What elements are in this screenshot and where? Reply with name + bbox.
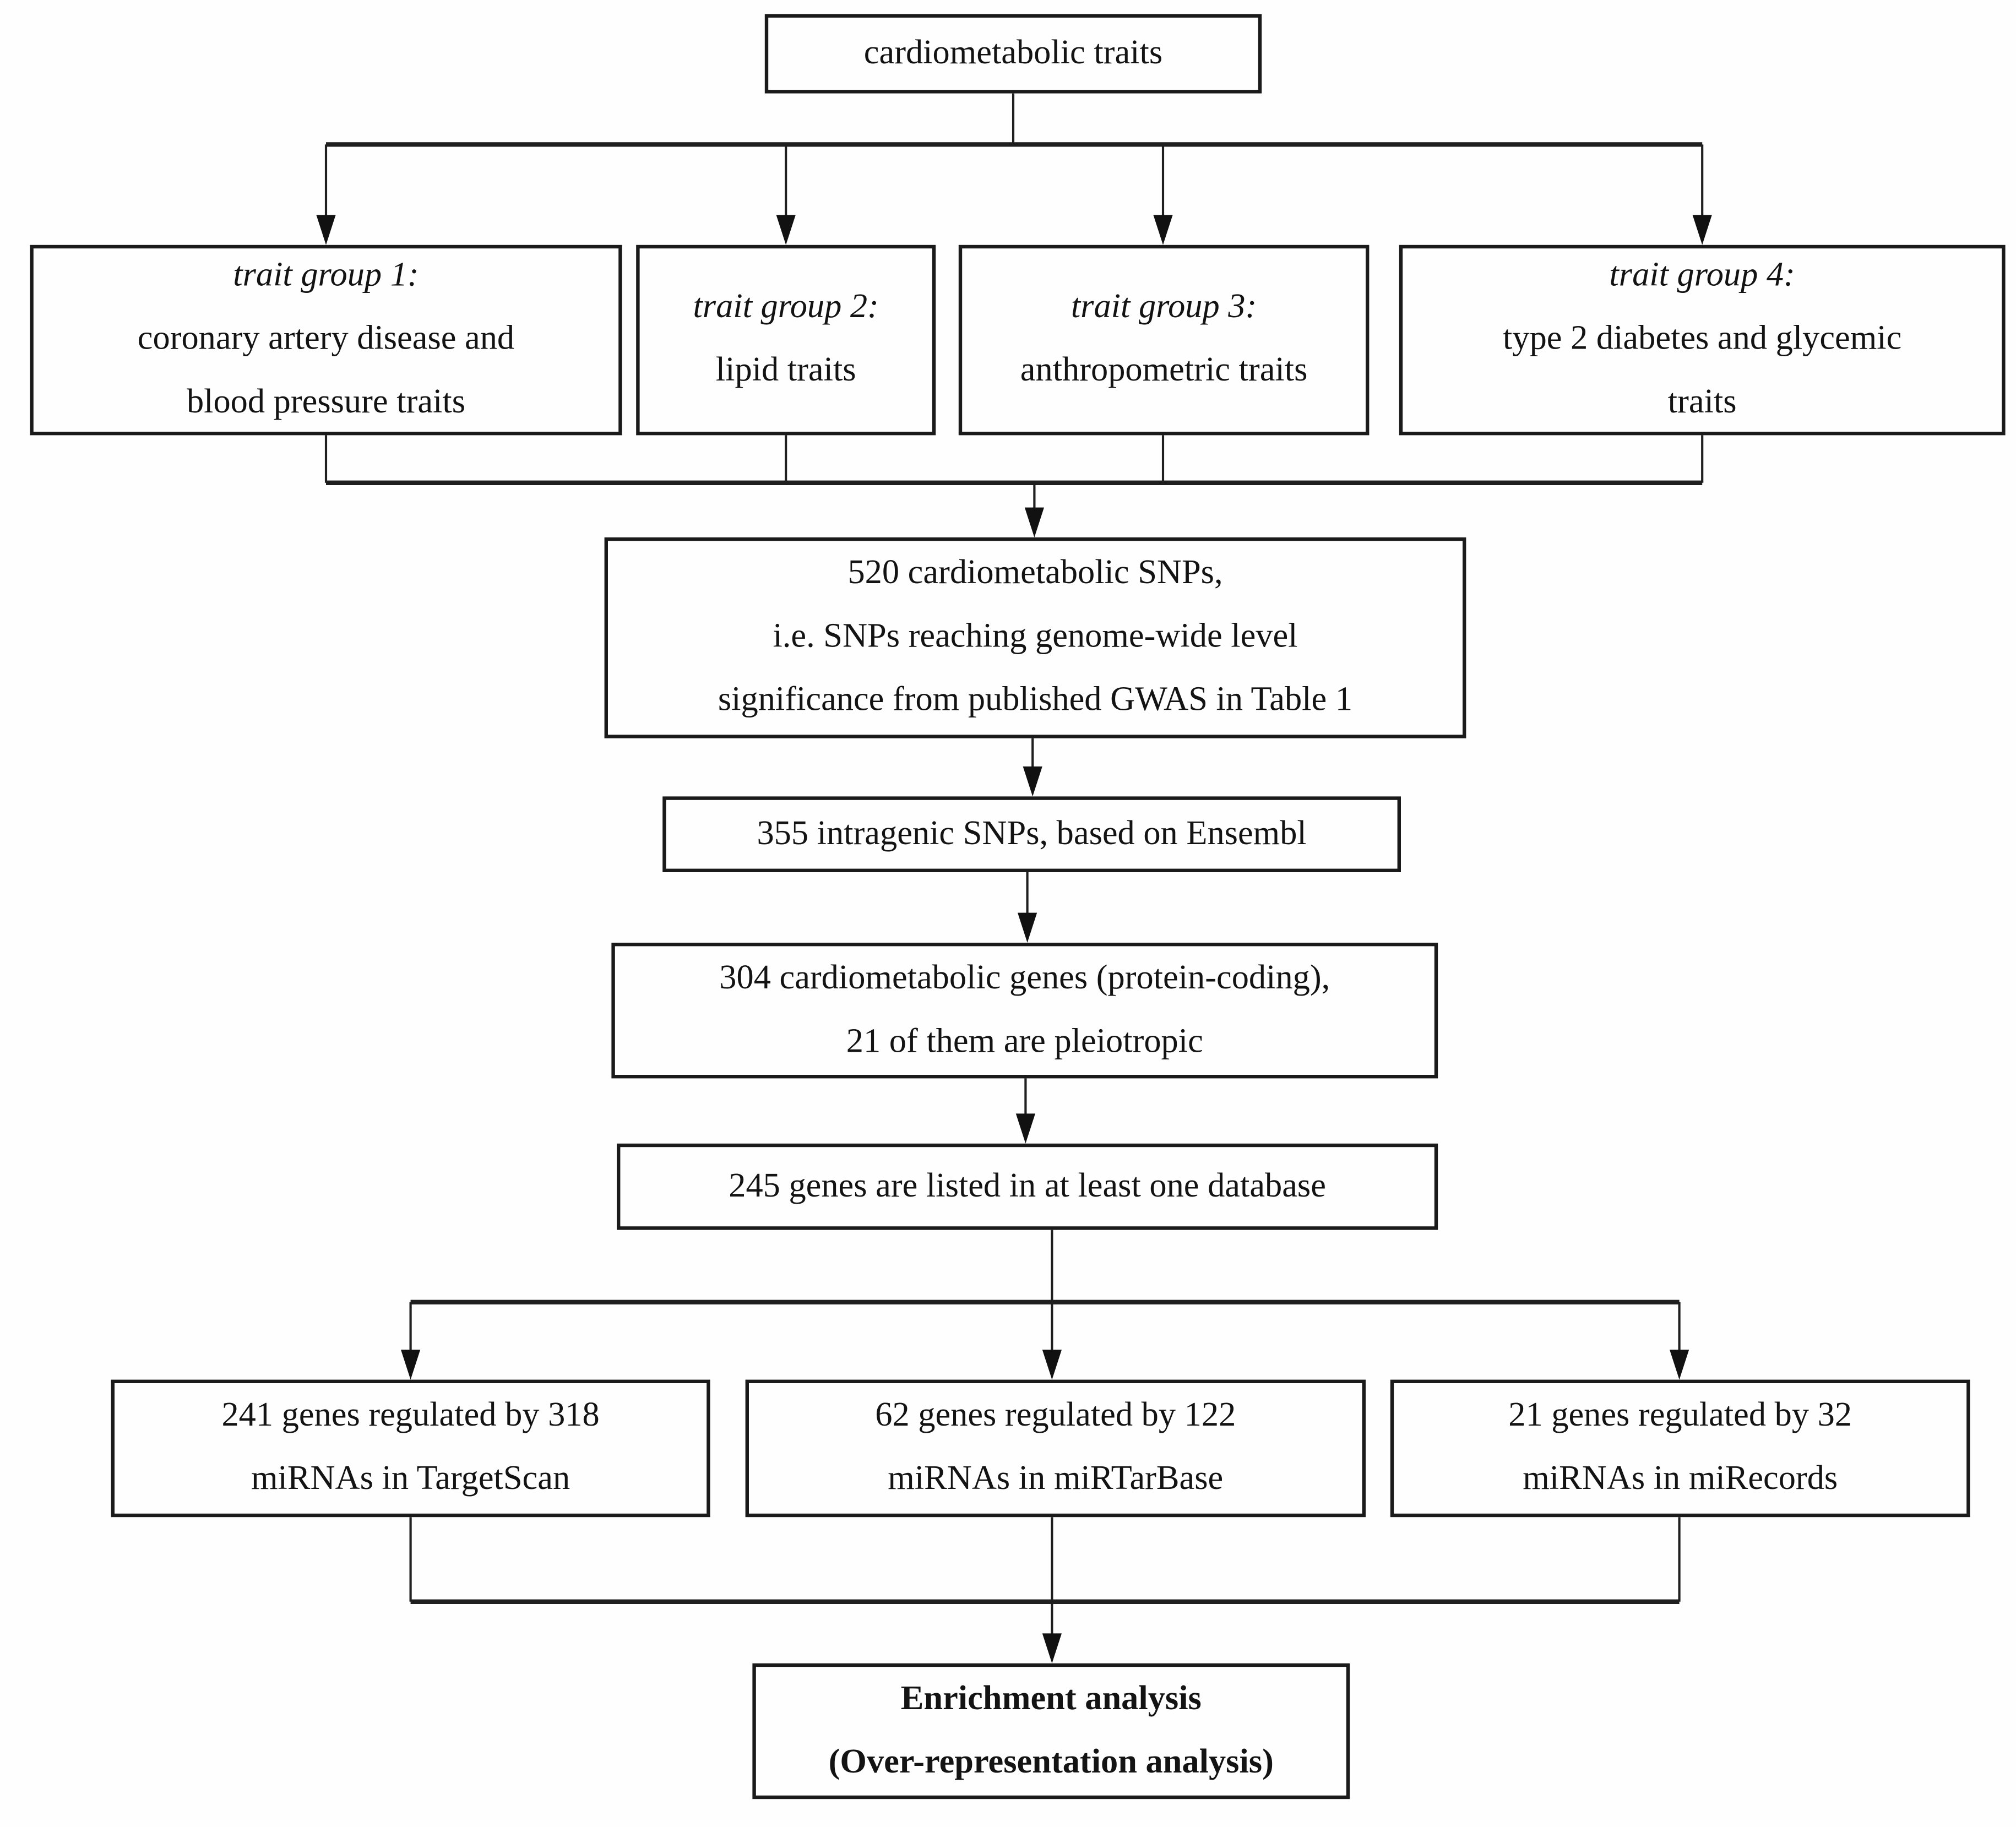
- arrowhead-targetscan: [401, 1350, 421, 1380]
- node-text-line: 21 of them are pleiotropic: [846, 1023, 1203, 1060]
- arrowhead-304-genes: [1018, 912, 1037, 943]
- node-text-line: cardiometabolic traits: [863, 34, 1163, 72]
- node-text-line: miRNAs in miRTarBase: [888, 1460, 1224, 1498]
- node-text-line: type 2 diabetes and glycemic: [1503, 320, 1902, 358]
- node-enrichment-analysis: Enrichment analysis (Over-representation…: [752, 1663, 1350, 1799]
- arrowhead-520-snps: [1024, 507, 1044, 537]
- node-text-line: 520 cardiometabolic SNPs,: [847, 555, 1223, 592]
- node-520-cardiometabolic-snps: 520 cardiometabolic SNPs, i.e. SNPs reac…: [604, 537, 1466, 738]
- node-heading: trait group 1:: [233, 257, 419, 295]
- node-text-line: 355 intragenic SNPs, based on Ensembl: [757, 815, 1307, 852]
- node-text-line: miRNAs in miRecords: [1523, 1460, 1838, 1498]
- node-text-line: anthropometric traits: [1020, 352, 1308, 390]
- node-trait-group-1: trait group 1: coronary artery disease a…: [30, 244, 622, 436]
- node-text-line: lipid traits: [715, 352, 856, 390]
- arrowhead-mirecords: [1670, 1350, 1689, 1380]
- arrowhead-245-genes: [1015, 1113, 1035, 1144]
- node-text-line: Enrichment analysis: [900, 1680, 1202, 1717]
- node-trait-group-3: trait group 3: anthropometric traits: [958, 244, 1370, 436]
- node-245-genes-in-database: 245 genes are listed in at least one dat…: [617, 1143, 1438, 1230]
- arrowhead-trait-group-3: [1153, 215, 1173, 245]
- node-text-line: blood pressure traits: [186, 384, 465, 421]
- node-mirecords: 21 genes regulated by 32 miRNAs in miRec…: [1390, 1379, 1970, 1518]
- node-text-line: significance from published GWAS in Tabl…: [718, 682, 1353, 719]
- node-text-line: 245 genes are listed in at least one dat…: [729, 1167, 1326, 1205]
- node-304-cardiometabolic-genes: 304 cardiometabolic genes (protein-codin…: [611, 943, 1438, 1079]
- arrowhead-355-snps: [1023, 766, 1042, 797]
- node-text-line: 241 genes regulated by 318: [221, 1397, 600, 1434]
- node-text-line: (Over-representation analysis): [828, 1743, 1274, 1781]
- node-trait-group-4: trait group 4: type 2 diabetes and glyce…: [1399, 244, 2006, 436]
- node-heading: trait group 3:: [1071, 289, 1257, 326]
- node-mirtarbase: 62 genes regulated by 122 miRNAs in miRT…: [745, 1379, 1366, 1518]
- node-heading: trait group 4:: [1609, 257, 1795, 295]
- node-text-line: traits: [1667, 384, 1737, 421]
- node-text-line: miRNAs in TargetScan: [251, 1460, 570, 1498]
- arrowhead-mirtarbase: [1042, 1350, 1062, 1380]
- arrowhead-trait-group-4: [1692, 215, 1712, 245]
- node-text-line: 21 genes regulated by 32: [1508, 1397, 1852, 1434]
- node-text-line: coronary artery disease and: [137, 320, 515, 358]
- node-text-line: 304 cardiometabolic genes (protein-codin…: [719, 959, 1330, 997]
- node-trait-group-2: trait group 2: lipid traits: [636, 244, 936, 436]
- arrowhead-enrichment: [1042, 1633, 1062, 1663]
- node-cardiometabolic-traits: cardiometabolic traits: [764, 14, 1262, 94]
- node-targetscan: 241 genes regulated by 318 miRNAs in Tar…: [111, 1379, 710, 1518]
- node-355-intragenic-snps: 355 intragenic SNPs, based on Ensembl: [662, 796, 1401, 872]
- node-text-line: 62 genes regulated by 122: [875, 1397, 1236, 1434]
- node-heading: trait group 2:: [693, 289, 879, 326]
- arrowhead-trait-group-1: [316, 215, 336, 245]
- arrowhead-trait-group-2: [776, 215, 796, 245]
- node-text-line: i.e. SNPs reaching genome-wide level: [773, 618, 1298, 656]
